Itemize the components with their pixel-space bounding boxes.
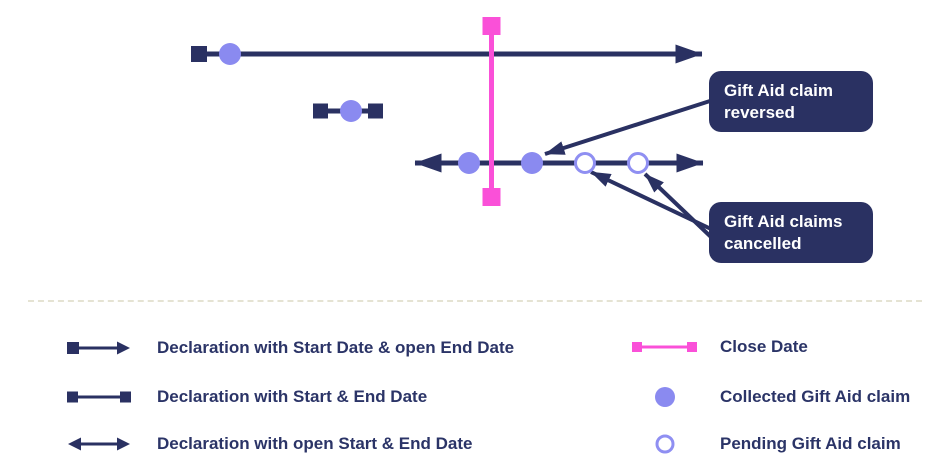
start-date-square — [313, 103, 328, 119]
legend-label: Declaration with Start Date & open End D… — [157, 338, 515, 357]
collected-claim-dot — [219, 43, 241, 65]
close-date-line — [482, 17, 501, 206]
legend-item-pending-claim: Pending Gift Aid claim — [632, 432, 901, 456]
legend-item-declaration-start-end: Declaration with Start & End Date — [67, 385, 427, 409]
pending-claim-dot — [574, 152, 596, 174]
start-date-square — [191, 46, 207, 62]
legend-separator — [28, 300, 922, 302]
timeline-diagram-canvas — [191, 17, 713, 239]
collected-claim-dot — [340, 100, 362, 122]
end-date-square — [368, 103, 383, 119]
collected-claim-icon — [632, 386, 697, 408]
callout-gift-aid-claim-reversed: Gift Aid claim reversed — [709, 71, 873, 132]
pending-claim-icon — [632, 433, 697, 455]
close-date-icon — [632, 337, 697, 357]
legend-item-collected-claim: Collected Gift Aid claim — [632, 385, 910, 409]
close-date-bottom-square — [482, 188, 501, 206]
collected-claim-dot — [458, 152, 480, 174]
legend-label: Declaration with open Start & End Date — [157, 434, 473, 453]
legend-label: Pending Gift Aid claim — [720, 434, 901, 453]
declaration-open-start-end-icon — [67, 433, 131, 455]
legend-item-declaration-start-open-end: Declaration with Start Date & open End D… — [67, 336, 514, 360]
collected-claim-dot — [521, 152, 543, 174]
callout-gift-aid-claims-cancelled: Gift Aid claims cancelled — [709, 202, 873, 263]
declaration-start-open-end — [191, 44, 703, 64]
pending-claim-dot — [627, 152, 649, 174]
callout-arrows-cancelled — [590, 170, 713, 239]
declaration-start-end-icon — [67, 386, 131, 408]
declaration-start-open-end-icon — [67, 337, 131, 359]
legend-label: Collected Gift Aid claim — [720, 387, 911, 406]
legend-label: Close Date — [720, 337, 808, 356]
callout-text: Gift Aid claims cancelled — [724, 211, 843, 253]
legend-label: Declaration with Start & End Date — [157, 387, 428, 406]
close-date-top-square — [482, 17, 501, 35]
callout-arrow-reversed — [544, 99, 711, 156]
legend-item-close-date: Close Date — [632, 335, 808, 359]
callout-text: Gift Aid claim reversed — [724, 80, 833, 122]
legend-item-declaration-open-start-end: Declaration with open Start & End Date — [67, 432, 473, 456]
